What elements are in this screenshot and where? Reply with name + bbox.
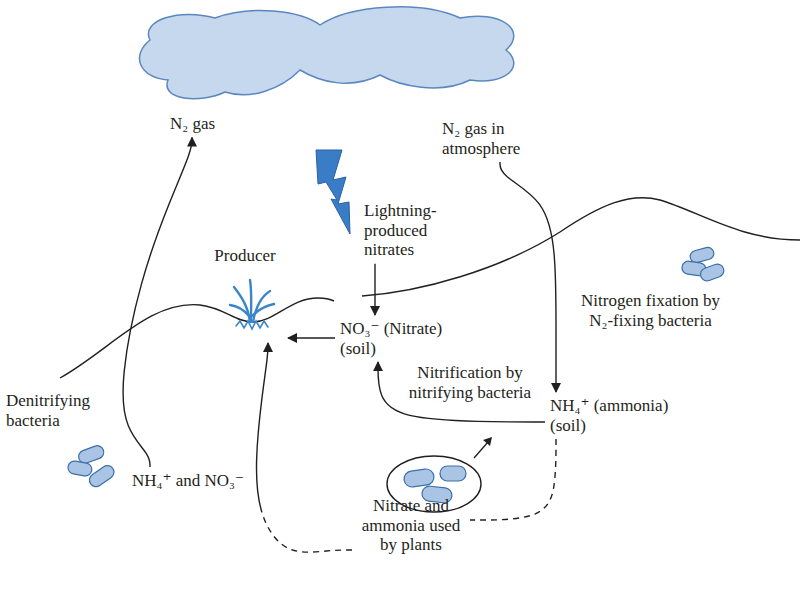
node-text: NH₄⁺ (ammonia) (550, 396, 668, 416)
process-label: Nitrification by nitrifying bacteria (400, 362, 540, 403)
node-text: NH₄⁺ and NO₃⁻ (132, 471, 244, 491)
node-text: (soil) (550, 416, 668, 436)
cycle-arrow (470, 439, 556, 520)
soil-compound: NH₄⁺ and NO₃⁻ (130, 470, 246, 492)
process-label: Denitrifying bacteria (4, 390, 104, 431)
node-text: NO₃⁻ (Nitrate) (340, 319, 442, 339)
cloud (140, 7, 514, 99)
node-text: N₂ gas in atmosphere (442, 119, 538, 158)
cycle-arrow (288, 337, 335, 338)
node-text: Producer (207, 246, 283, 266)
lightning-bolt (316, 150, 350, 234)
plant-icon (230, 280, 274, 329)
producer-node: Producer (205, 245, 285, 340)
process-label: Nitrogen fixation by N₂-fixing bacteria (568, 290, 733, 331)
node-text: (soil) (340, 339, 442, 359)
ground-line (60, 298, 334, 378)
uptake-label: Nitrate and ammonia used by plants (355, 495, 467, 556)
cycle-arrow (123, 138, 192, 467)
ground-line (362, 198, 800, 296)
bacteria-cluster (681, 246, 726, 283)
node-text: Lightning-produced nitrates (364, 201, 460, 260)
cycle-arrow (378, 362, 545, 422)
node-text: Nitrate and ammonia used by plants (357, 496, 465, 555)
cycle-arrow (374, 264, 375, 315)
gas-label: N₂ gas in atmosphere (440, 118, 540, 159)
soil-compound: NO₃⁻ (Nitrate)(soil) (338, 318, 444, 359)
source-label: Lightning-produced nitrates (362, 200, 462, 261)
node-text: N₂ gas (170, 114, 215, 134)
cycle-arrow (256, 343, 352, 552)
gas-label: N₂ gas (168, 113, 217, 135)
bacteria-cluster (67, 444, 117, 489)
cycle-arrow (500, 162, 556, 392)
soil-compound: NH₄⁺ (ammonia)(soil) (548, 395, 670, 436)
